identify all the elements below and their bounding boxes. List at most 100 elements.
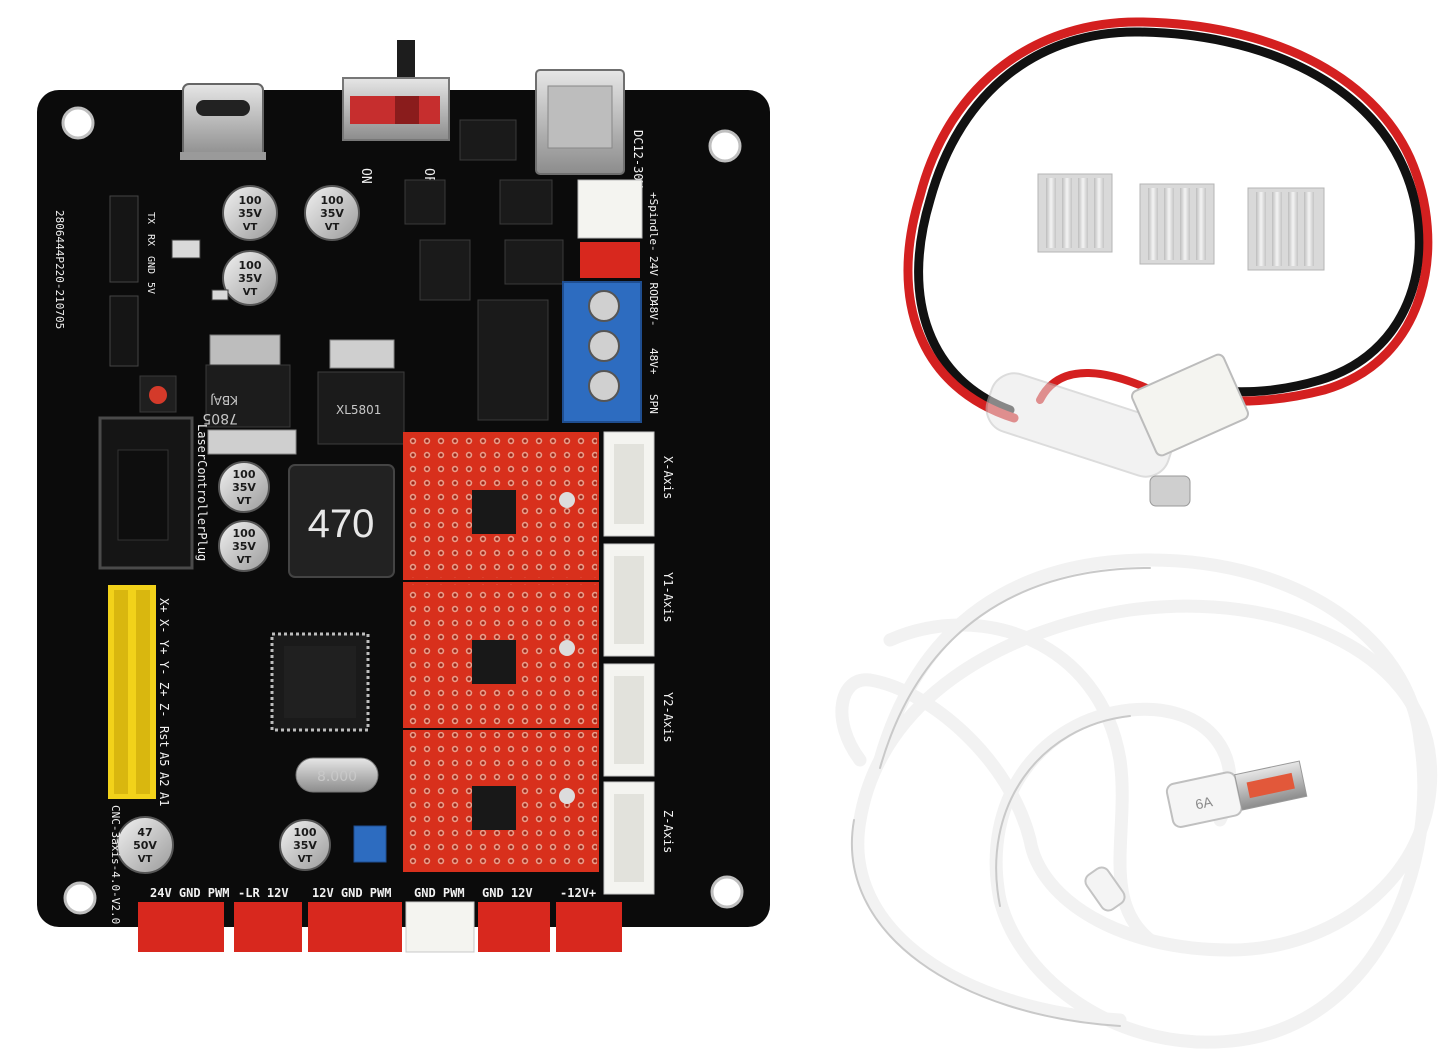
svg-text:Z-: Z- bbox=[157, 703, 171, 717]
svg-text:SPN: SPN bbox=[647, 394, 660, 414]
inline-fuse bbox=[985, 372, 1191, 507]
heatsink-3 bbox=[1247, 187, 1325, 271]
usb-a-plug: 6A bbox=[1165, 760, 1308, 828]
svg-text:8.000: 8.000 bbox=[317, 769, 357, 785]
axis-connector-y1: Y1-Axis bbox=[603, 543, 675, 657]
dc-power-jack: DC12-30V bbox=[535, 69, 645, 188]
svg-text:A1: A1 bbox=[157, 792, 171, 806]
cnc-controller-board: ON OFF DC12-30V 2806444P220-210705 TX RX… bbox=[37, 40, 770, 953]
svg-text:35V: 35V bbox=[320, 207, 344, 220]
svg-text:VT: VT bbox=[138, 854, 153, 865]
laser-connector: LaserControllerPlug bbox=[98, 416, 209, 570]
bottom-connectors: 24V GND PWM -LR 12V 12V GND PWM GND PWM … bbox=[138, 886, 622, 953]
serial-number-text: 2806444P220-210705 bbox=[53, 210, 66, 329]
svg-text:X+: X+ bbox=[157, 598, 171, 612]
usb-c-port bbox=[180, 83, 266, 160]
stepper-driver-z bbox=[403, 730, 599, 872]
mounting-holes bbox=[61, 106, 744, 915]
switch-on-label: ON bbox=[358, 168, 373, 184]
svg-text:100: 100 bbox=[294, 826, 317, 839]
svg-text:24V GND PWM: 24V GND PWM bbox=[150, 886, 229, 900]
svg-text:+Spindle-: +Spindle- bbox=[647, 192, 660, 252]
svg-text:XL5801: XL5801 bbox=[336, 403, 381, 417]
svg-text:A2: A2 bbox=[157, 772, 171, 786]
svg-text:48V+: 48V+ bbox=[647, 348, 660, 375]
usb-c-plug bbox=[1084, 866, 1126, 912]
heatsink-2 bbox=[1139, 183, 1215, 265]
capacitor-5: 100 35V VT bbox=[218, 520, 270, 572]
capacitor-7: 100 35V VT bbox=[279, 819, 331, 871]
svg-text:7805: 7805 bbox=[202, 410, 238, 426]
svg-text:VT: VT bbox=[237, 496, 252, 507]
usb-cable bbox=[835, 553, 1438, 1049]
svg-text:KBAJ: KBAJ bbox=[210, 393, 238, 407]
svg-text:35V: 35V bbox=[238, 272, 262, 285]
svg-text:VT: VT bbox=[243, 222, 258, 233]
axis-connectors: X-Axis Y1-Axis Y2-Axis Z-Axis bbox=[603, 431, 675, 895]
svg-text:VT: VT bbox=[325, 222, 340, 233]
stepper-driver-y1 bbox=[403, 582, 599, 728]
svg-text:GND 12V: GND 12V bbox=[482, 886, 533, 900]
axis-connector-x: X-Axis bbox=[603, 431, 675, 537]
dc-input-label: DC12-30V bbox=[631, 130, 645, 188]
axis-connector-z: Z-Axis bbox=[603, 781, 675, 895]
svg-text:35V: 35V bbox=[232, 481, 256, 494]
heatsink-1 bbox=[1037, 173, 1113, 253]
usb-current-label: 6A bbox=[1194, 793, 1215, 812]
svg-text:100: 100 bbox=[233, 468, 256, 481]
microcontroller bbox=[270, 632, 370, 732]
limit-switch-header: X+ X- Y+ Y- Z+ Z- Rst A5 A2 A1 bbox=[108, 585, 171, 806]
svg-text:35V: 35V bbox=[238, 207, 262, 220]
stepper-driver-x bbox=[403, 432, 599, 580]
jumper bbox=[353, 825, 387, 863]
svg-text:Z+: Z+ bbox=[157, 682, 171, 696]
board-model-text: CNC-3axis-4.0-V2.0 bbox=[109, 805, 122, 924]
stepper-drivers bbox=[403, 432, 599, 872]
svg-text:A5: A5 bbox=[157, 752, 171, 766]
svg-text:RX: RX bbox=[145, 234, 156, 246]
laser-connector-label: LaserControllerPlug bbox=[195, 424, 209, 561]
svg-text:100: 100 bbox=[321, 194, 344, 207]
svg-text:Y+: Y+ bbox=[157, 640, 171, 654]
power-switch: ON OFF bbox=[342, 40, 450, 192]
svg-text:100: 100 bbox=[239, 259, 262, 272]
svg-text:-12V+: -12V+ bbox=[560, 886, 596, 900]
svg-text:24V ROD: 24V ROD bbox=[647, 256, 660, 302]
spindle-connector: +Spindle- 24V ROD bbox=[577, 179, 660, 302]
smd-components bbox=[139, 119, 564, 421]
svg-text:VT: VT bbox=[298, 854, 313, 865]
svg-text:Y1-Axis: Y1-Axis bbox=[661, 572, 675, 623]
wire-connector bbox=[1131, 353, 1249, 457]
svg-text:47: 47 bbox=[137, 826, 152, 839]
svg-text:35V: 35V bbox=[293, 839, 317, 852]
inductor: 470 bbox=[288, 464, 395, 578]
svg-text:Z-Axis: Z-Axis bbox=[661, 810, 675, 853]
inductor-label: 470 bbox=[308, 502, 375, 546]
svg-text:VT: VT bbox=[237, 555, 252, 566]
crystal: 8.000 bbox=[295, 757, 379, 793]
uart-header: TX RX GND 5V bbox=[109, 195, 156, 367]
svg-text:GND PWM: GND PWM bbox=[414, 886, 465, 900]
svg-text:Y-: Y- bbox=[157, 661, 171, 675]
svg-text:X-Axis: X-Axis bbox=[661, 456, 675, 499]
svg-text:50V: 50V bbox=[133, 839, 157, 852]
capacitor-6: 47 50V VT bbox=[116, 816, 174, 874]
heatsinks bbox=[1037, 173, 1325, 271]
voltage-regulator: 7805 KBAJ bbox=[202, 334, 297, 455]
svg-text:100: 100 bbox=[239, 194, 262, 207]
capacitor-3: 100 35V VT bbox=[222, 250, 278, 306]
svg-text:12V GND PWM: 12V GND PWM bbox=[312, 886, 391, 900]
svg-text:Rst: Rst bbox=[157, 726, 171, 748]
svg-text:VT: VT bbox=[243, 287, 258, 298]
reset-button bbox=[149, 386, 167, 404]
svg-text:TX: TX bbox=[145, 212, 156, 224]
axis-connector-y2: Y2-Axis bbox=[603, 663, 675, 777]
capacitor-2: 100 35V VT bbox=[304, 185, 360, 241]
svg-text:GND: GND bbox=[145, 256, 156, 274]
svg-text:-LR 12V: -LR 12V bbox=[238, 886, 289, 900]
svg-text:Y2-Axis: Y2-Axis bbox=[661, 692, 675, 743]
capacitor-1: 100 35V VT bbox=[222, 185, 278, 241]
svg-text:5V: 5V bbox=[145, 282, 156, 294]
svg-text:48V-: 48V- bbox=[647, 300, 660, 327]
